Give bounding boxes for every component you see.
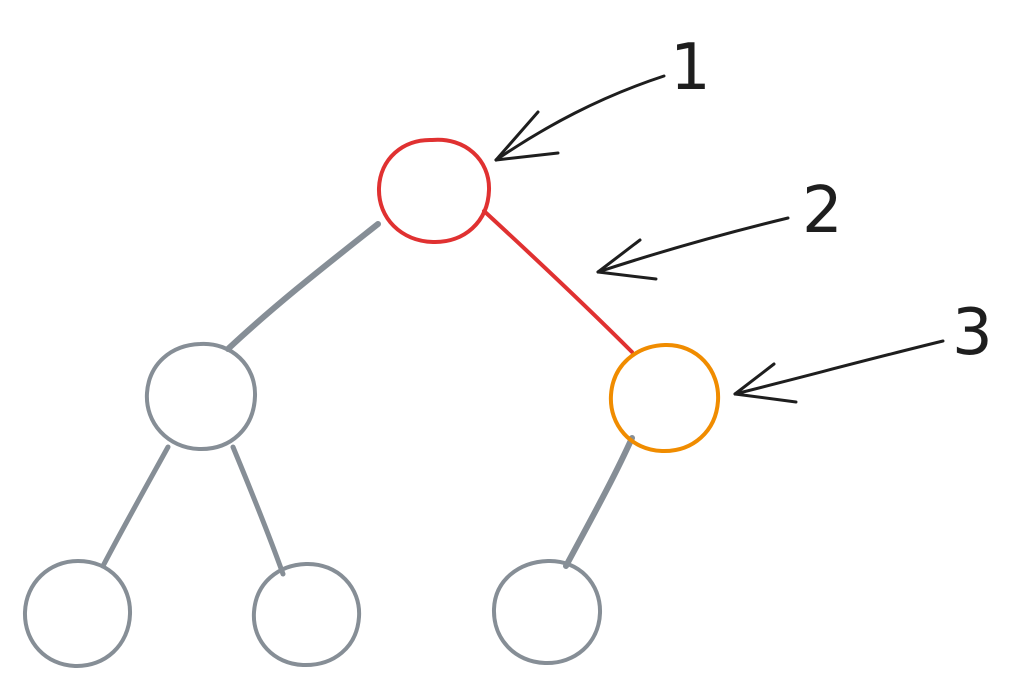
leaf-node-3 xyxy=(491,558,603,666)
callout-label-1: 1 xyxy=(670,31,711,105)
callout-label-3: 3 xyxy=(952,296,993,370)
arrow-2 xyxy=(596,216,790,281)
callout-arrows xyxy=(494,74,945,404)
edge-root-right xyxy=(482,209,634,354)
edge-root-left xyxy=(225,221,381,352)
edge-left-leftchild xyxy=(100,444,171,569)
leaf-node-1 xyxy=(22,558,133,669)
arrow-3 xyxy=(733,339,945,404)
left-node xyxy=(144,341,258,452)
edge-right-child xyxy=(563,435,635,569)
root-node xyxy=(376,137,492,245)
arrow-1 xyxy=(494,74,666,162)
callout-labels: 1 2 3 xyxy=(670,31,993,370)
right-node-focus xyxy=(608,342,721,454)
leaf-node-2 xyxy=(251,561,362,668)
tree-edges xyxy=(100,209,635,577)
edge-left-rightchild xyxy=(230,444,286,577)
tree-nodes xyxy=(22,137,721,669)
callout-label-2: 2 xyxy=(802,174,843,248)
